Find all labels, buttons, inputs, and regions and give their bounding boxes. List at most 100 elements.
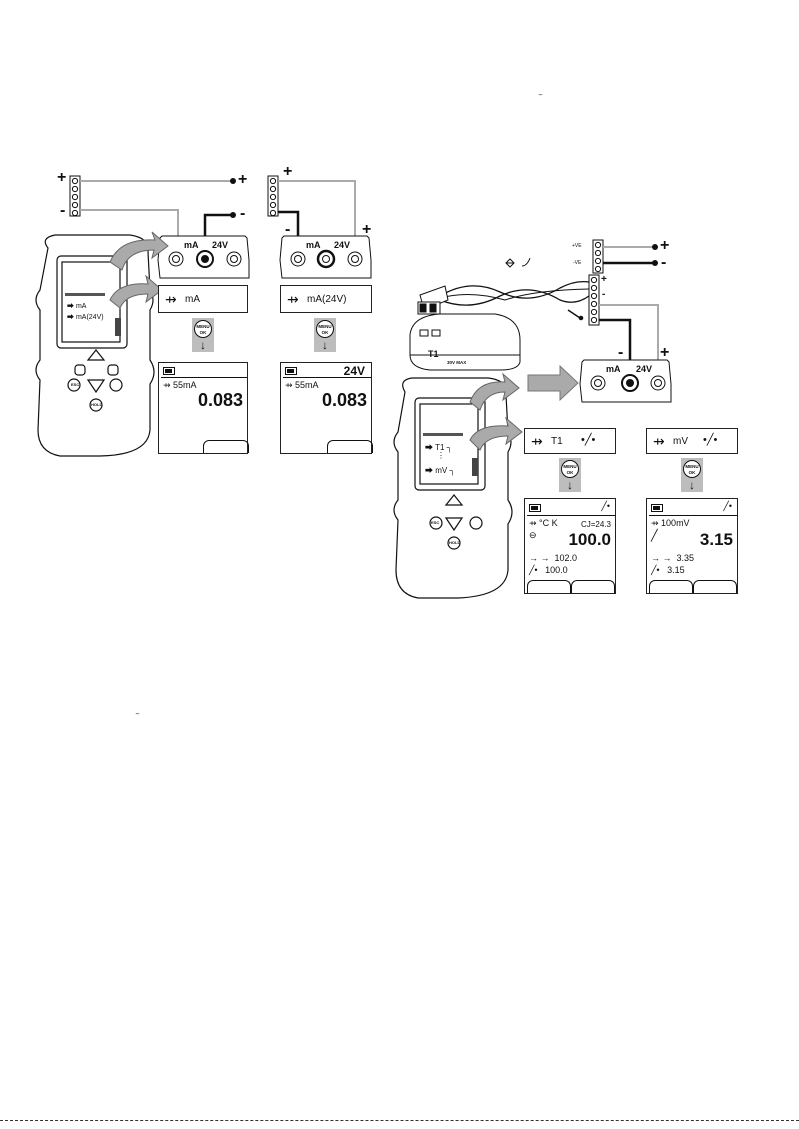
option-label: mA (185, 294, 200, 305)
thermometer-icon (505, 257, 531, 268)
terminal-block-mid-right (588, 274, 600, 326)
battery-icon (651, 504, 663, 512)
cold-junction: CJ=24.3 (580, 520, 611, 529)
arrow-to-select-right (469, 416, 523, 451)
plus-sign: + (283, 163, 293, 180)
probe-label: T1 (428, 349, 439, 359)
option-box[interactable]: ⇸ T1 •╱• (524, 428, 616, 454)
option-box[interactable]: ⇸ mA (158, 285, 248, 313)
underline-mark: ‾ (136, 713, 139, 723)
probe-note: 30V MAX (447, 360, 467, 365)
wire-positive-right (278, 180, 356, 250)
softkey[interactable] (327, 440, 373, 453)
connector-panel-3 (579, 359, 672, 403)
minus-sign: - (240, 205, 246, 222)
screen-display: ╱• ⇸ 100mV ╱ 3.15 → → 3.35 ╱• 3.15 (646, 498, 738, 594)
terminal-block-left (69, 175, 81, 217)
option-box[interactable]: ⇸ mA(24V) (280, 285, 372, 313)
probe-module (409, 313, 521, 371)
switch-icon: •╱• (581, 434, 596, 446)
range-label: ⇸ °C K (529, 518, 558, 528)
thermometer-icon: ⊖ (529, 530, 537, 540)
connector-panel-1 (157, 235, 250, 279)
option-box[interactable]: ⇸ mV •╱• (646, 428, 738, 454)
arrow-to-connector-right (527, 364, 579, 402)
plus-sign: + (660, 237, 670, 254)
device-menu-item: ⮕ mA(24V) (67, 314, 104, 321)
underline-mark: ‾ (539, 94, 542, 104)
plus-sign: + (601, 274, 607, 285)
output-icon: ⇸ (287, 291, 299, 307)
trip-row: ╱• 3.15 (651, 565, 685, 575)
plus-sign: + (660, 344, 670, 361)
arrow-down-icon: ↓ (567, 478, 573, 492)
softkey[interactable] (203, 440, 249, 453)
softkey[interactable] (527, 580, 571, 593)
battery-icon (163, 367, 175, 375)
terminal-label-24v: 24V (212, 240, 229, 250)
plus-sign: + (362, 221, 372, 238)
option-label: mV (673, 436, 688, 447)
thermocouple-plug (417, 285, 449, 315)
reading-value: 0.083 (321, 390, 367, 410)
device-menu-item: ⮕ mA (67, 303, 87, 310)
screen-display: ╱• ⇸ °C K CJ=24.3 ⊖ 100.0 → → 102.0 ╱• 1… (524, 498, 616, 594)
switch-icon (567, 309, 584, 321)
more-icon: ⋮ (437, 451, 445, 460)
terminal-label-ma: mA (184, 240, 199, 250)
range-label: ⇸ 55mA (163, 380, 197, 390)
loop-power-badge: 24V (343, 364, 365, 378)
terminal-label-24v: 24V (636, 364, 653, 374)
output-icon: ⇸ (653, 433, 665, 449)
switch-icon: ╱• (723, 501, 732, 511)
reading-value: 0.083 (197, 390, 243, 410)
connector-panel-2 (279, 235, 372, 279)
terminal-label: -VE (573, 260, 582, 266)
screen-display: 24V ⇸ 55mA 0.083 (280, 362, 373, 454)
output-icon: ⇸ (531, 433, 543, 449)
minus-sign: - (60, 202, 66, 219)
output-icon: ⇸ (165, 291, 177, 307)
range-label: ⇸ 55mA (285, 380, 319, 390)
minus-sign: - (602, 289, 606, 300)
trip-row: ╱• 100.0 (529, 565, 568, 575)
terminal-label: +VE (572, 243, 582, 249)
range-label: ⇸ 100mV (651, 518, 690, 528)
battery-icon (285, 367, 297, 375)
softkey[interactable] (649, 580, 693, 593)
thermocouple-cable (439, 280, 590, 306)
arrow-down-icon: ↓ (689, 478, 695, 492)
arrow-to-option-right (469, 372, 520, 411)
screen-display: ⇸ 55mA 0.083 (158, 362, 249, 454)
handheld-device-left (35, 234, 155, 457)
page-bottom-rule (0, 1120, 799, 1121)
arrow-down-icon: ↓ (322, 338, 328, 352)
terminal-block-right (267, 175, 279, 217)
device-menu-item: ⮕ T1 ┐ (425, 443, 453, 452)
reading-value: 3.15 (699, 530, 733, 549)
arrow-down-icon: ↓ (200, 338, 206, 352)
terminal-label-ma: mA (306, 240, 321, 250)
arrow-to-connector-left (109, 231, 169, 271)
softkey[interactable] (693, 580, 737, 593)
hold-key: HOLD (91, 402, 103, 407)
esc-key: ESC (431, 520, 440, 525)
option-label: mA(24V) (307, 294, 347, 305)
trip-row: → → 102.0 (529, 553, 578, 563)
softkey[interactable] (571, 580, 615, 593)
ramp-icon: ╱ (651, 530, 658, 542)
plus-sign: + (238, 171, 248, 188)
switch-icon: •╱• (703, 434, 718, 446)
reading-value: 100.0 (568, 530, 611, 549)
handheld-device-right (393, 377, 513, 599)
hold-key: HOLD (449, 540, 461, 545)
terminal-label-ma: mA (606, 364, 621, 374)
arrow-to-select-left (109, 274, 163, 309)
switch-icon: ╱• (601, 501, 610, 511)
minus-sign: - (661, 254, 667, 271)
